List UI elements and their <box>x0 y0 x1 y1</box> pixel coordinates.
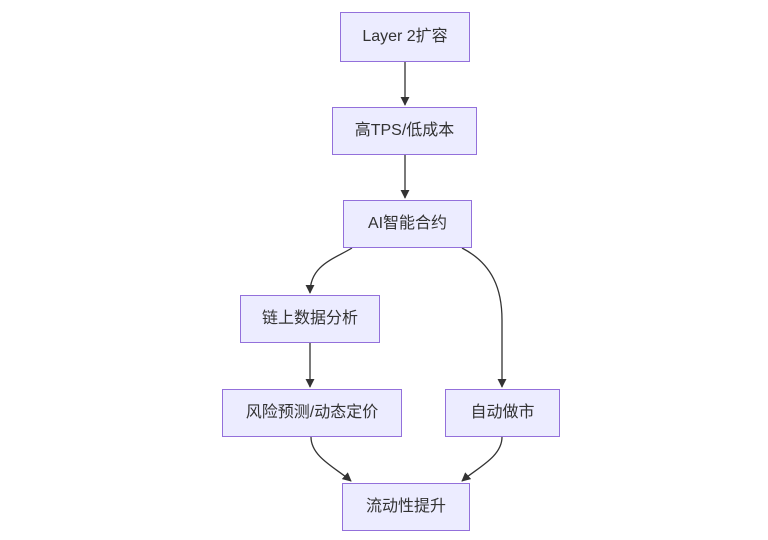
node-label-layer2: Layer 2扩容 <box>362 28 448 46</box>
node-layer2: Layer 2扩容 <box>340 12 470 62</box>
node-label-risk: 风险预测/动态定价 <box>245 404 379 422</box>
node-tps: 高TPS/低成本 <box>332 107 477 155</box>
edge-ai-to-data <box>305 247 353 294</box>
node-label-tps: 高TPS/低成本 <box>354 122 455 140</box>
node-risk: 风险预测/动态定价 <box>222 389 402 437</box>
edge-risk-to-liquidity <box>310 436 352 482</box>
node-label-amm: 自动做市 <box>470 404 535 422</box>
edge-amm-to-liquidity <box>461 436 503 482</box>
node-ai: AI智能合约 <box>343 200 472 248</box>
node-data: 链上数据分析 <box>240 295 380 343</box>
node-label-liquidity: 流动性提升 <box>365 498 446 516</box>
node-liquidity: 流动性提升 <box>342 483 470 531</box>
node-label-data: 链上数据分析 <box>261 310 358 328</box>
node-label-ai: AI智能合约 <box>367 215 448 233</box>
node-amm: 自动做市 <box>445 389 560 437</box>
edge-ai-to-amm <box>461 247 507 388</box>
